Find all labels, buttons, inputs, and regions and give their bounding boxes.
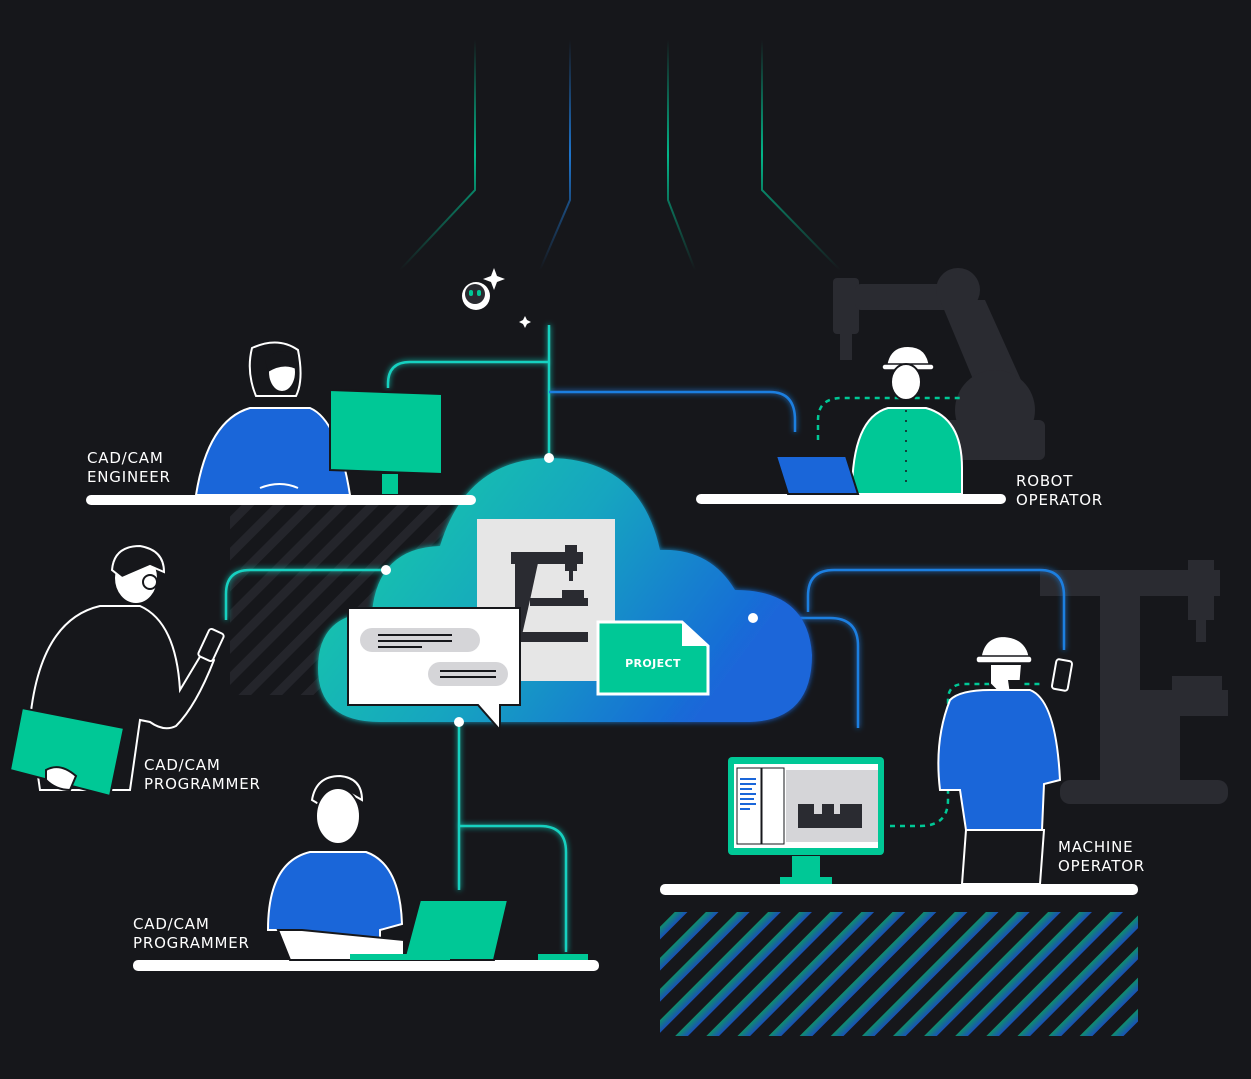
laptop-icon	[774, 455, 860, 495]
robot-operator-label-line1: ROBOT	[1016, 472, 1073, 490]
machine-tool-icon	[477, 519, 615, 681]
smartphone-icon	[1050, 658, 1074, 692]
machine-operator-figure	[937, 634, 1062, 885]
programmer-seated-figure	[266, 774, 405, 961]
programmer-top-label-line2: PROGRAMMER	[144, 775, 261, 793]
sparkle-icon	[483, 268, 505, 290]
engineer-label-line2: ENGINEER	[87, 468, 171, 486]
robot-operator-figure	[850, 344, 963, 495]
chat-bubble-icon	[347, 607, 521, 733]
programmer-standing-figure	[8, 544, 216, 798]
desks	[86, 494, 1138, 971]
floor-stripes	[660, 912, 1138, 1036]
smartphone-icon	[197, 628, 225, 662]
document-icon: PROJECT	[596, 620, 710, 696]
machine-tool-silhouette	[1040, 560, 1228, 804]
programmer-top-label-line1: CAD/CAM	[144, 756, 221, 774]
project-label: PROJECT	[625, 657, 681, 670]
monitor-icon	[329, 388, 443, 494]
robot-assistant-icon	[462, 282, 490, 310]
machine-operator-label-line1: MACHINE	[1058, 838, 1133, 856]
monitor-icon	[728, 757, 884, 884]
sparkle-icon	[519, 316, 531, 328]
programmer-bottom-label-line1: CAD/CAM	[133, 915, 210, 933]
machine-operator-label-line2: OPERATOR	[1058, 857, 1145, 875]
connector-lines	[224, 325, 1066, 952]
connection-dots	[381, 453, 758, 727]
programmer-bottom-label-line2: PROGRAMMER	[133, 934, 250, 952]
robot-operator-label-line2: OPERATOR	[1016, 491, 1103, 509]
role-labels: CAD/CAM ENGINEER ROBOT OPERATOR CAD/CAM …	[87, 449, 1145, 952]
robot-arm-icon	[833, 268, 1045, 460]
engineer-label-line1: CAD/CAM	[87, 449, 164, 467]
top-data-lines	[399, 40, 841, 271]
engineer-figure	[194, 341, 352, 496]
laptop-icon	[350, 899, 588, 961]
